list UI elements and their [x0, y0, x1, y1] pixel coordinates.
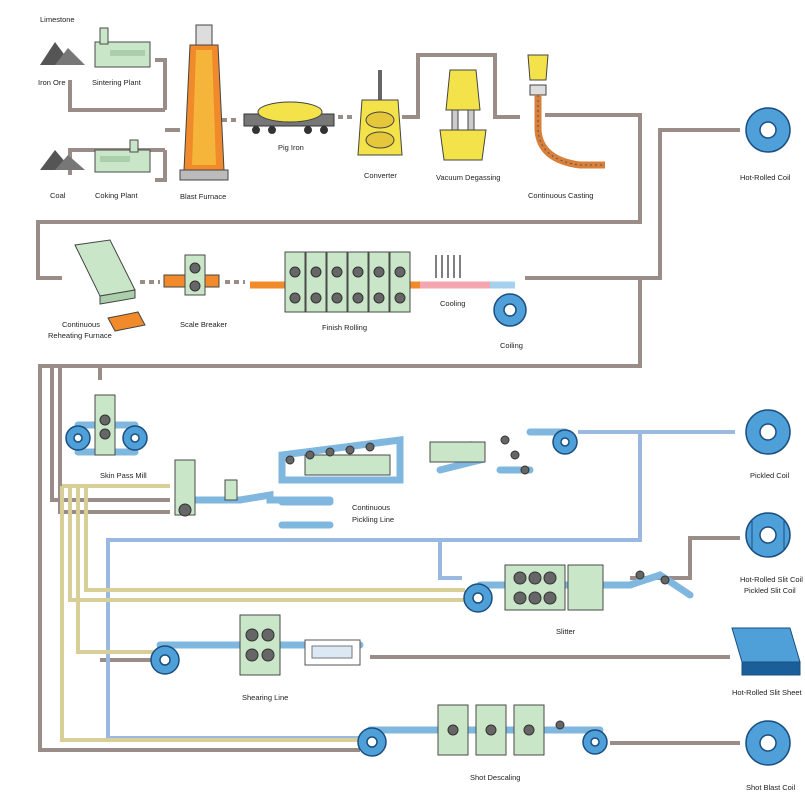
- slitter-label: Slitter: [556, 627, 576, 636]
- skin-pass-mill-icon: [65, 394, 148, 456]
- finish-rolling-label: Finish Rolling: [322, 323, 367, 332]
- blast-furnace-label: Blast Furnace: [180, 192, 226, 201]
- shot-blast-coil-icon: [745, 720, 791, 766]
- skin-pass-mill-label: Skin Pass Mill: [100, 471, 147, 480]
- hot-rolled-slit-coil-label: Hot-Rolled Slit Coil: [740, 575, 803, 584]
- main-flow-lines: [36, 53, 740, 752]
- raw-material-pile: [40, 42, 85, 170]
- shot-blast-coil-label: Shot Blast Coil: [746, 783, 796, 792]
- coking-plant-icon: [94, 139, 151, 173]
- pickled-coil-label: Pickled Coil: [750, 471, 790, 480]
- coiling-label: Coiling: [500, 341, 523, 350]
- shearing-line-label: Shearing Line: [242, 693, 288, 702]
- shot-descaling-label: Shot Descaling: [470, 773, 520, 782]
- converter-label: Converter: [364, 171, 397, 180]
- cooling-label: Cooling: [440, 299, 465, 308]
- pickled-coil-icon: [745, 409, 791, 455]
- converter-vessel-icon: [357, 70, 403, 156]
- scale-breaker-icon: [163, 254, 220, 296]
- pig-iron-label: Pig Iron: [278, 143, 304, 152]
- reheating-furnace-label-2: Reheating Furnace: [48, 331, 112, 340]
- reheating-furnace-label-1: Continuous: [62, 320, 100, 329]
- roll-stand: [250, 251, 515, 313]
- shearing-line-icon: [150, 614, 364, 676]
- degassing-vessel-icon: [439, 69, 487, 161]
- pickling-line-label-1: Continuous: [352, 503, 390, 512]
- hot-rolled-coil-label: Hot-Rolled Coil: [740, 173, 791, 182]
- iron-ore-label: Iron Ore: [38, 78, 66, 87]
- hot-rolled-coil-icon: [745, 107, 791, 153]
- casting-machine-icon: [527, 54, 605, 169]
- slitter-icon: [463, 564, 694, 613]
- coiling-coil-icon: [493, 293, 527, 327]
- cooling-sprays: [435, 255, 461, 278]
- sintering-plant-label: Sintering Plant: [92, 78, 142, 87]
- vacuum-degassing-label: Vacuum Degassing: [436, 173, 500, 182]
- sheet-stack-icon: [731, 627, 801, 676]
- secondary-flow-lines: [60, 430, 735, 742]
- hot-rolled-slit-coil-icon: [745, 512, 791, 558]
- scale-breaker-label: Scale Breaker: [180, 320, 228, 329]
- coking-plant-label: Coking Plant: [95, 191, 138, 200]
- pickling-line-icon: [174, 428, 578, 529]
- shot-descaling-icon: [357, 704, 608, 757]
- coal-label: Coal: [50, 191, 66, 200]
- reheating-furnace-icon: [74, 239, 146, 332]
- blast-furnace-icon: [179, 24, 229, 181]
- continuous-casting-label: Continuous Casting: [528, 191, 593, 200]
- hot-rolled-slit-sheet-label: Hot-Rolled Slit Sheet: [732, 688, 803, 697]
- pickled-slit-coil-label: Pickled Slit Coil: [744, 586, 796, 595]
- limestone-label: Limestone: [40, 15, 75, 24]
- sintering-plant-icon: [94, 27, 151, 68]
- pickling-line-label-2: Pickling Line: [352, 515, 394, 524]
- pig-iron-car-icon: [243, 101, 335, 134]
